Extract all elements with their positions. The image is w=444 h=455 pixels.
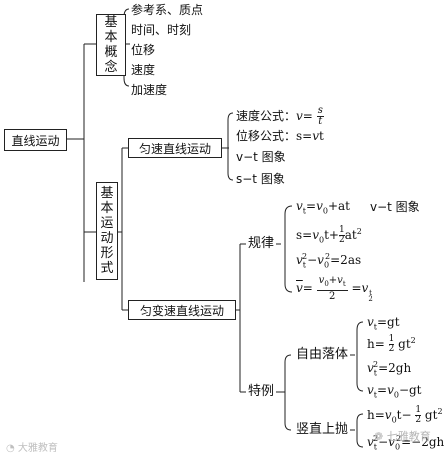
displacement-formula: 位移公式：s=vt (236, 129, 324, 143)
rules-label: 规律 (248, 236, 275, 251)
root-node: 直线运动 (4, 129, 67, 151)
rule-velocity-squared: vt2−v02=2as (296, 252, 362, 270)
concept-item: 速度 (131, 63, 156, 77)
throw-velocity-squared: vt2−v02=−2gh (367, 434, 444, 452)
watermark-logo-icon: ◔ (6, 443, 15, 454)
accelerated-motion-label: 匀变速直线运动 (139, 303, 224, 318)
uniform-motion-label: 匀速直线运动 (138, 141, 211, 156)
root-label: 直线运动 (11, 133, 60, 148)
vt-graph-label: v−t 图象 (236, 150, 286, 164)
watermark-right-text: 七雅教育 (386, 430, 431, 443)
free-fall-velocity-minus: vt=v0−gt (367, 383, 422, 400)
free-fall-velocity-squared: vt2=2gh (367, 360, 412, 378)
concepts-header: 基本概念 (104, 15, 118, 75)
uniform-motion-node: 匀速直线运动 (128, 138, 222, 158)
concept-item: 加速度 (131, 83, 168, 97)
rule-velocity: vt=v0+at (296, 199, 350, 216)
free-fall-label: 自由落体 (296, 347, 349, 362)
vertical-throw-label: 竖直上抛 (296, 422, 349, 437)
concept-item: 参考系、质点 (131, 3, 204, 17)
velocity-formula: 速度公式：v= s t (236, 105, 324, 127)
watermark-logo-icon: ❁ (374, 430, 384, 443)
concepts-node: 基本概念 (96, 14, 126, 76)
forms-node: 基本运动形式 (96, 182, 118, 280)
watermark-left: ◔ 大雅教育 (6, 439, 58, 454)
rule-vt-graph: v−t 图象 (370, 200, 420, 214)
watermark-left-text: 大雅教育 (17, 443, 58, 454)
concept-item: 位移 (131, 43, 156, 57)
st-graph-label: s−t 图象 (236, 172, 285, 186)
concept-item: 时间、时刻 (131, 23, 192, 37)
special-cases-label: 特例 (248, 384, 275, 399)
watermark-right: ❁ 七雅教育 (374, 428, 431, 444)
forms-header: 基本运动形式 (100, 186, 114, 276)
accelerated-motion-node: 匀变速直线运动 (128, 300, 236, 320)
free-fall-velocity: vt=gt (367, 315, 400, 332)
